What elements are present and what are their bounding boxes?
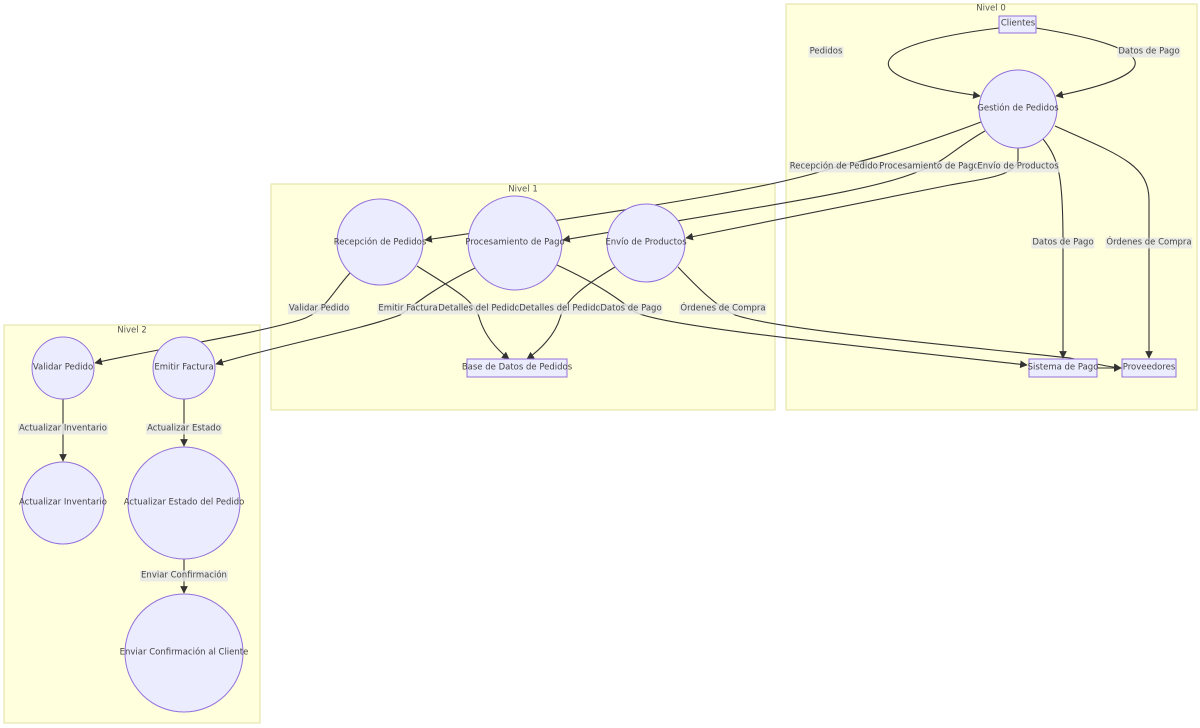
edge-label-datos-pago: Datos de Pago: [1117, 46, 1181, 58]
edge-clientes-gestion-pedidos: [888, 27, 1000, 99]
node-label-procesamiento: Procesamiento de Pago: [465, 237, 565, 248]
node-label-validar: Validar Pedido: [32, 362, 94, 373]
node-label-envio: Envío de Productos: [605, 237, 687, 248]
edge-label-actualizar-inventario: Actualizar Inventario: [18, 423, 108, 435]
edge-label-emitir: Emitir Factura: [377, 303, 439, 315]
edge-label-enviar-confirmacion: Enviar Confirmación: [140, 570, 228, 582]
edge-gestion-sistema-pago: [1042, 138, 1067, 359]
cluster-title-nivel-1: Nivel 1: [508, 184, 538, 195]
node-actualizar-inventario[interactable]: [21, 461, 105, 545]
node-recepcion-pedidos[interactable]: [336, 198, 424, 286]
edge-envio-base-datos: [526, 266, 616, 360]
node-label-emitir: Emitir Factura: [154, 362, 214, 373]
edge-label-ordenes-compra: Órdenes de Compra: [679, 303, 767, 315]
edge-label-detalles: Detalles del Pedido: [518, 303, 602, 315]
edge-gestion-recepcion: [424, 121, 982, 243]
node-base-datos-pedidos[interactable]: [466, 358, 568, 378]
node-label-actualizar-inventario: Actualizar Inventario: [19, 497, 107, 508]
cluster-nivel-0: [785, 3, 1198, 411]
node-label-base-datos: Base de Datos de Pedidos: [461, 362, 573, 373]
edge-label-validar: Validar Pedido: [287, 303, 351, 315]
node-actualizar-estado-pedido[interactable]: [127, 446, 241, 560]
edge-label-pedidos: Pedidos: [808, 46, 844, 58]
node-label-recepcion: Recepción de Pedidos: [333, 237, 427, 248]
edge-label-ordenes-compra: Órdenes de Compra: [1105, 237, 1193, 249]
node-clientes[interactable]: [998, 15, 1037, 34]
node-enviar-confirmacion-cliente[interactable]: [124, 593, 244, 713]
edge-procesamiento-sistema-pago: [556, 264, 1028, 369]
edge-gestion-procesamiento: [562, 130, 986, 243]
edge-recepcion-base-datos: [416, 265, 510, 360]
edge-label-recepcion: Recepción de Pedidos: [788, 161, 884, 173]
node-label-proveedores: Proveedores: [1122, 362, 1176, 373]
edge-label-detalles: Detalles del Pedido: [437, 303, 521, 315]
node-validar-pedido[interactable]: [31, 336, 95, 400]
edge-label-datos-pago: Datos de Pago: [1031, 237, 1095, 249]
edge-clientes-gestion-datos-pago: [1035, 27, 1136, 99]
node-sistema-pago[interactable]: [1028, 358, 1098, 378]
edge-label-envio: Envío de Productos: [976, 161, 1060, 173]
cluster-title-nivel-2: Nivel 2: [117, 325, 147, 336]
edge-gestion-proveedores: [1054, 125, 1153, 359]
cluster-title-nivel-0: Nivel 0: [976, 3, 1006, 14]
node-label-clientes: Clientes: [1000, 18, 1036, 29]
node-gestion-pedidos[interactable]: [978, 69, 1058, 149]
node-label-enviar-confirmacion: Enviar Confirmación al Cliente: [119, 647, 249, 658]
node-procesamiento-pago[interactable]: [467, 195, 563, 291]
edge-gestion-envio: [685, 148, 1019, 241]
node-label-gestion: Gestión de Pedidos: [977, 103, 1059, 114]
node-emitir-factura[interactable]: [152, 336, 216, 400]
edge-procesamiento-emitir: [215, 267, 476, 366]
node-envio-productos[interactable]: [606, 203, 686, 283]
edge-label-datos-pago: Datos de Pago: [599, 303, 663, 315]
node-label-actualizar-estado: Actualizar Estado del Pedido: [123, 497, 245, 508]
node-proveedores[interactable]: [1121, 358, 1177, 378]
edge-label-procesamiento: Procesamiento de Pago: [878, 161, 980, 173]
edge-recepcion-validar: [94, 272, 351, 366]
node-label-sistema-pago: Sistema de Pago: [1027, 362, 1099, 373]
edge-label-actualizar-estado: Actualizar Estado: [146, 423, 222, 435]
